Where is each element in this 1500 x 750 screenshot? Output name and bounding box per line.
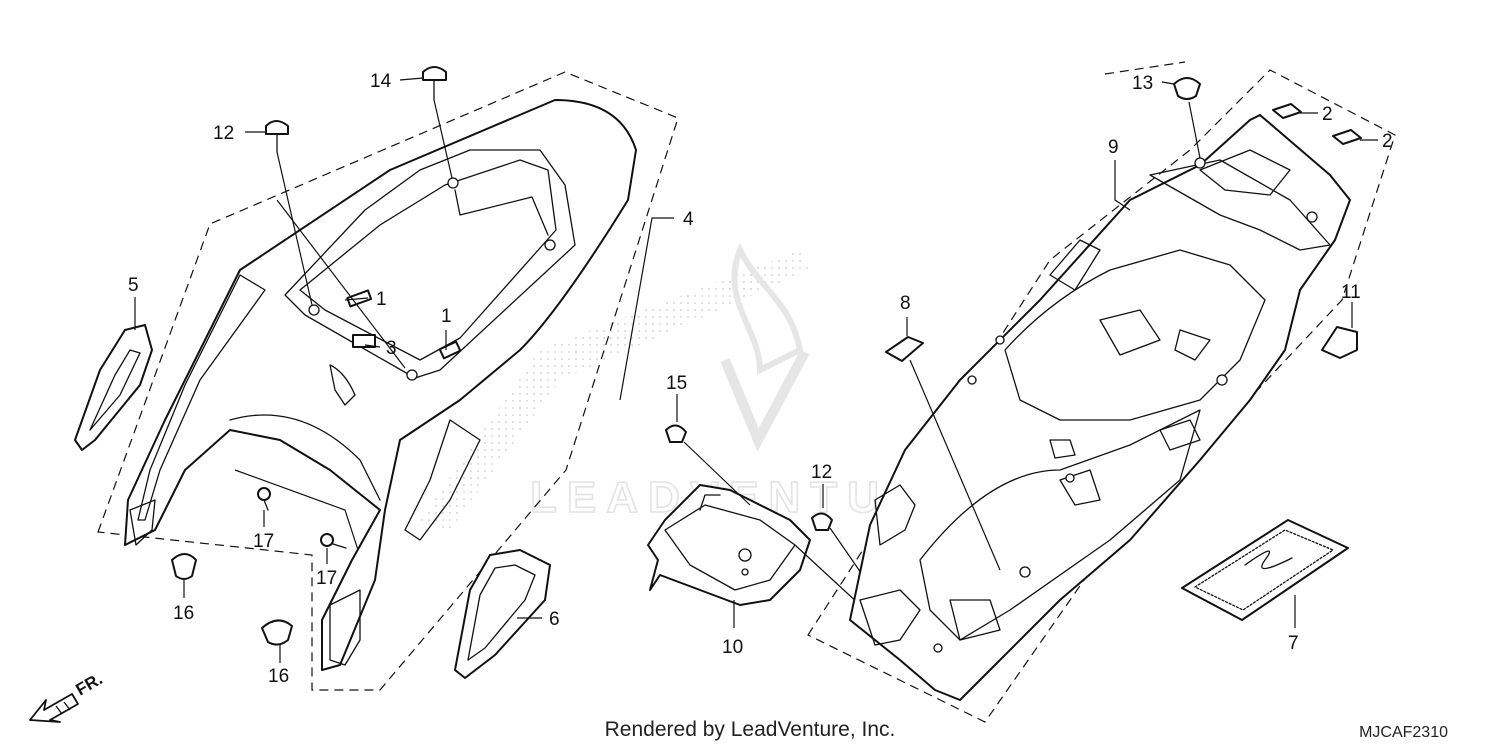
callout-16b: 16 (268, 666, 289, 687)
screw-17a (257, 487, 271, 511)
side-cover-6 (454, 549, 551, 679)
label-sheet-7 (1181, 519, 1349, 621)
grommet-13 (1173, 77, 1201, 100)
callout-7: 7 (1288, 633, 1299, 654)
callout-leaders (134, 77, 1378, 663)
cap-2b (1332, 129, 1362, 145)
callout-5: 5 (128, 275, 139, 296)
clip-16b (261, 619, 293, 646)
callout-17a: 17 (253, 531, 274, 552)
callout-9: 9 (1108, 137, 1119, 158)
diagram-code: MJCAF2310 (1359, 724, 1448, 741)
callout-4: 4 (683, 209, 694, 230)
bolt-14 (422, 66, 447, 101)
rendered-by-text: Rendered by LeadVenture, Inc. (604, 718, 896, 741)
callout-17b: 17 (316, 568, 337, 589)
callouts: 1 1 2 2 3 4 5 6 7 8 9 10 11 12 12 13 14 … (128, 71, 1393, 687)
front-arrow-icon: FR. (29, 669, 106, 723)
battery-cover-10 (647, 424, 936, 681)
callout-10: 10 (722, 637, 743, 658)
side-cover-5 (74, 324, 153, 451)
callout-3: 3 (386, 338, 397, 359)
screw-12-left (265, 120, 289, 153)
callout-12b: 12 (811, 462, 832, 483)
screw-17b (320, 533, 347, 549)
rear-cowl-group (74, 66, 679, 691)
inner-fender-group (807, 61, 1396, 723)
callout-14: 14 (370, 71, 392, 92)
cap-2a (1272, 103, 1302, 119)
callout-2a: 2 (1322, 104, 1333, 125)
clip-16a (171, 553, 197, 580)
rubber-pad-8 (885, 336, 924, 362)
rear-cowl-part (124, 99, 637, 671)
screw-12-center (811, 512, 833, 531)
fender-assembly-outline (807, 69, 1396, 723)
screw-15 (665, 424, 687, 443)
callout-15: 15 (666, 373, 687, 394)
cowl-assembly-outline (97, 71, 679, 691)
callout-13: 13 (1132, 73, 1153, 94)
callout-11: 11 (1341, 282, 1361, 303)
inner-fender-9 (849, 114, 1351, 701)
callout-8: 8 (900, 293, 911, 314)
rubber-pad-11 (1321, 326, 1358, 359)
callout-2b: 2 (1382, 131, 1393, 152)
callout-16a: 16 (173, 603, 194, 624)
callout-1a: 1 (376, 289, 387, 310)
callout-6: 6 (549, 609, 560, 630)
direction-label: FR. (73, 669, 106, 699)
callout-12a: 12 (213, 123, 234, 144)
callout-1b: 1 (441, 306, 452, 327)
